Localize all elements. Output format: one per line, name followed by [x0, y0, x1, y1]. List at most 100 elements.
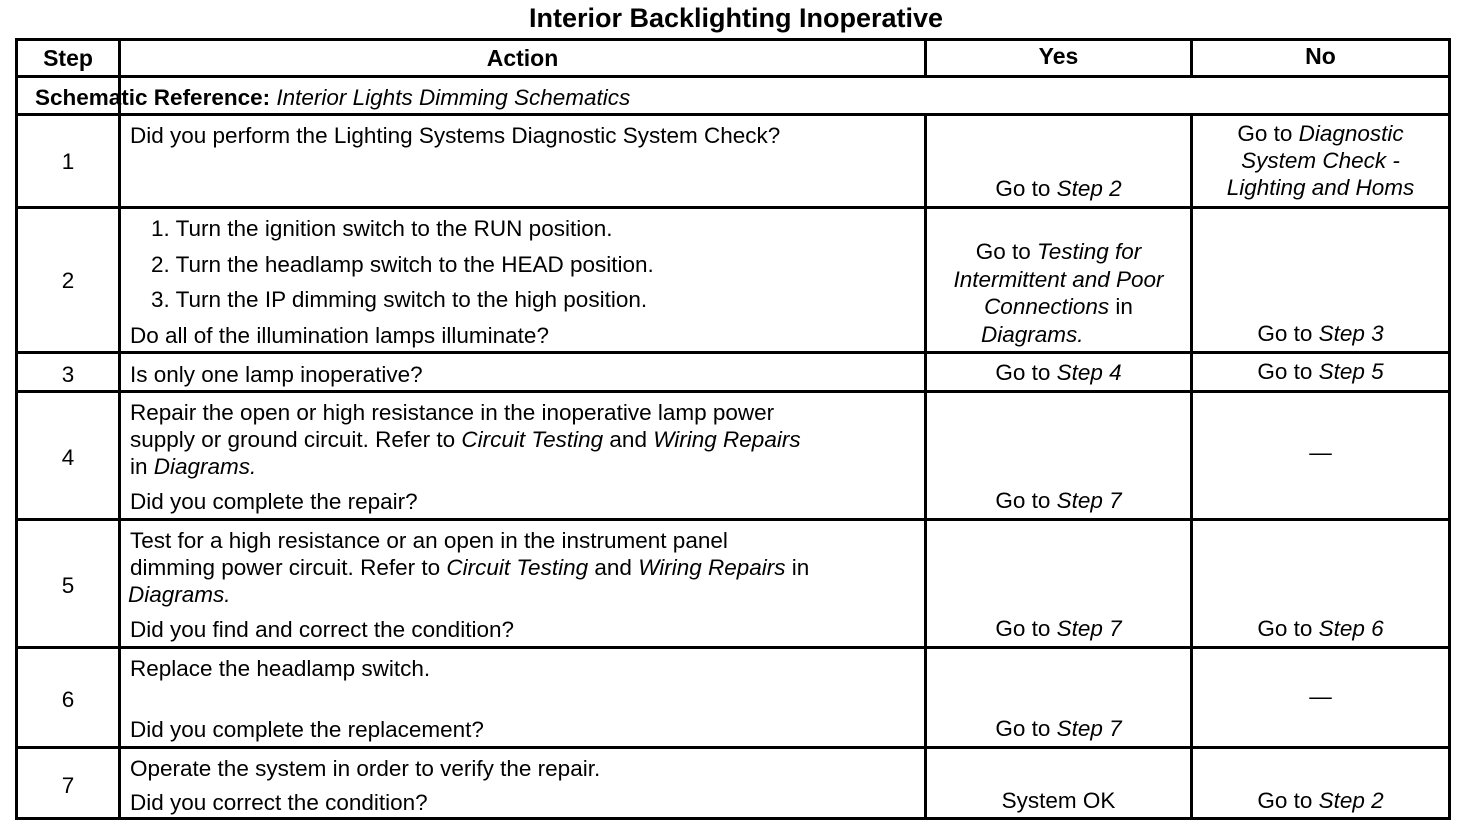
no-cell: Go to Diagnostic System Check - Lighting…: [1193, 120, 1448, 201]
go-to-text: Go to: [1237, 121, 1293, 146]
in-text: in: [791, 555, 810, 580]
yes-cell: Go to Testing for Intermittent and Poor …: [927, 238, 1190, 348]
step-number: 3: [61, 362, 75, 387]
action-question: Do all of the illumination lamps illumin…: [130, 323, 549, 348]
step-link[interactable]: Step 5: [1318, 359, 1384, 384]
no-dash: —: [1309, 684, 1332, 709]
action-text: dimming power circuit. Refer to: [130, 555, 441, 580]
action-text: Is only one lamp inoperative?: [130, 362, 423, 387]
row-rule: [18, 206, 1448, 209]
step-link[interactable]: Step 7: [1056, 716, 1122, 741]
yes-line: Go to Testing for: [927, 238, 1190, 266]
header-rule: [18, 75, 1448, 78]
yes-cell: Go to Step 2: [927, 175, 1190, 202]
header-no: No: [1305, 43, 1336, 69]
wiring-repairs-link[interactable]: Wiring Repairs: [653, 427, 801, 452]
yes-line: Diagrams.: [927, 321, 1190, 349]
wiring-repairs-link[interactable]: Wiring Repairs: [638, 555, 786, 580]
action-line: Operate the system in order to verify th…: [130, 756, 601, 781]
no-line: Lighting and Homs: [1193, 174, 1448, 201]
go-to-text: Go to: [1257, 321, 1313, 346]
diagrams-link[interactable]: Diagrams.: [153, 454, 257, 479]
action-question: Did you complete the replacement?: [130, 717, 484, 742]
step-link[interactable]: Step 2: [1318, 788, 1384, 813]
action-question: Did you complete the repair?: [130, 489, 418, 514]
action-text: Did you perform the Lighting Systems Dia…: [130, 123, 781, 148]
go-to-text: Go to: [995, 360, 1051, 385]
schematic-rule: [18, 113, 1448, 116]
step-number: 5: [61, 573, 75, 598]
action-line: Test for a high resistance or an open in…: [130, 528, 728, 553]
step-number: 6: [61, 687, 75, 712]
step-link[interactable]: Step 4: [1056, 360, 1122, 385]
and-text: and: [609, 427, 647, 452]
page-title: Interior Backlighting Inoperative: [528, 3, 944, 33]
column-rule: [118, 41, 121, 113]
go-to-text: Go to: [995, 176, 1051, 201]
row-rule: [18, 390, 1448, 393]
header-action: Action: [486, 45, 559, 71]
schematic-link[interactable]: Interior Lights Dimming Schematics: [276, 85, 631, 110]
yes-cell: Go to Step 4: [927, 359, 1190, 386]
diagnostic-link-cont[interactable]: System Check -: [1241, 148, 1400, 173]
diagrams-link[interactable]: Diagrams.: [128, 582, 231, 607]
action-line: in Diagrams.: [130, 453, 256, 480]
step-number: 1: [61, 149, 75, 174]
column-rule: [924, 116, 927, 820]
go-to-text: Go to: [975, 239, 1031, 264]
action-line: Diagrams.: [128, 581, 231, 608]
no-cell: Go to Step 6: [1193, 615, 1448, 642]
step-link[interactable]: Step 7: [1056, 616, 1122, 641]
yes-cell: Go to Step 7: [927, 487, 1190, 514]
row-rule: [18, 518, 1448, 521]
action-line: supply or ground circuit. Refer to Circu…: [130, 426, 801, 453]
action-item: 2. Turn the headlamp switch to the HEAD …: [151, 252, 654, 277]
yes-line: Connections in: [927, 293, 1190, 321]
step-number: 2: [61, 268, 75, 293]
in-text: in: [1115, 294, 1133, 319]
go-to-text: Go to: [1257, 616, 1313, 641]
action-question: Did you correct the condition?: [130, 790, 428, 815]
yes-cell: Go to Step 7: [927, 715, 1190, 742]
header-yes: Yes: [1038, 43, 1079, 69]
go-to-text: Go to: [1257, 359, 1313, 384]
yes-cell: Go to Step 7: [927, 615, 1190, 642]
testing-link[interactable]: Testing for: [1037, 239, 1142, 264]
no-dash: —: [1309, 440, 1332, 465]
step-link[interactable]: Step 3: [1318, 321, 1384, 346]
row-rule: [18, 351, 1448, 354]
go-to-text: Go to: [1257, 788, 1313, 813]
no-line: System Check -: [1193, 147, 1448, 174]
step-link[interactable]: Step 6: [1318, 616, 1384, 641]
no-line: Go to Diagnostic: [1193, 120, 1448, 147]
go-to-text: Go to: [995, 616, 1051, 641]
no-cell: Go to Step 3: [1193, 320, 1448, 347]
yes-line: Intermittent and Poor: [927, 266, 1190, 294]
action-line: Replace the headlamp switch.: [130, 656, 431, 681]
go-to-text: Go to: [995, 488, 1051, 513]
diagnostic-link[interactable]: Diagnostic: [1298, 121, 1404, 146]
step-number: 4: [61, 445, 75, 470]
row-rule: [18, 746, 1448, 749]
testing-link-cont[interactable]: Connections: [984, 294, 1110, 319]
circuit-testing-link[interactable]: Circuit Testing: [446, 555, 589, 580]
column-rule: [924, 41, 927, 76]
go-to-text: Go to: [995, 716, 1051, 741]
diagnostic-table: Step Action Yes No Schematic Reference: …: [15, 38, 1451, 820]
diagrams-link[interactable]: Diagrams.: [981, 321, 1084, 347]
schematic-reference: Schematic Reference: Interior Lights Dim…: [35, 84, 630, 111]
column-rule: [118, 116, 121, 820]
action-item: 1. Turn the ignition switch to the RUN p…: [151, 216, 613, 241]
testing-link-cont[interactable]: Intermittent and Poor: [953, 266, 1164, 292]
no-cell: Go to Step 2: [1193, 787, 1448, 814]
header-step: Step: [43, 45, 93, 71]
action-line: dimming power circuit. Refer to Circuit …: [130, 554, 809, 581]
action-item: 3. Turn the IP dimming switch to the hig…: [151, 287, 648, 312]
step-link[interactable]: Step 2: [1056, 176, 1122, 201]
action-question: Did you find and correct the condition?: [130, 617, 514, 642]
yes-status: System OK: [1001, 788, 1116, 813]
step-link[interactable]: Step 7: [1056, 488, 1122, 513]
circuit-testing-link[interactable]: Circuit Testing: [461, 427, 604, 452]
schematic-label: Schematic Reference:: [35, 85, 271, 110]
diagnostic-link-cont[interactable]: Lighting and Homs: [1226, 175, 1415, 200]
